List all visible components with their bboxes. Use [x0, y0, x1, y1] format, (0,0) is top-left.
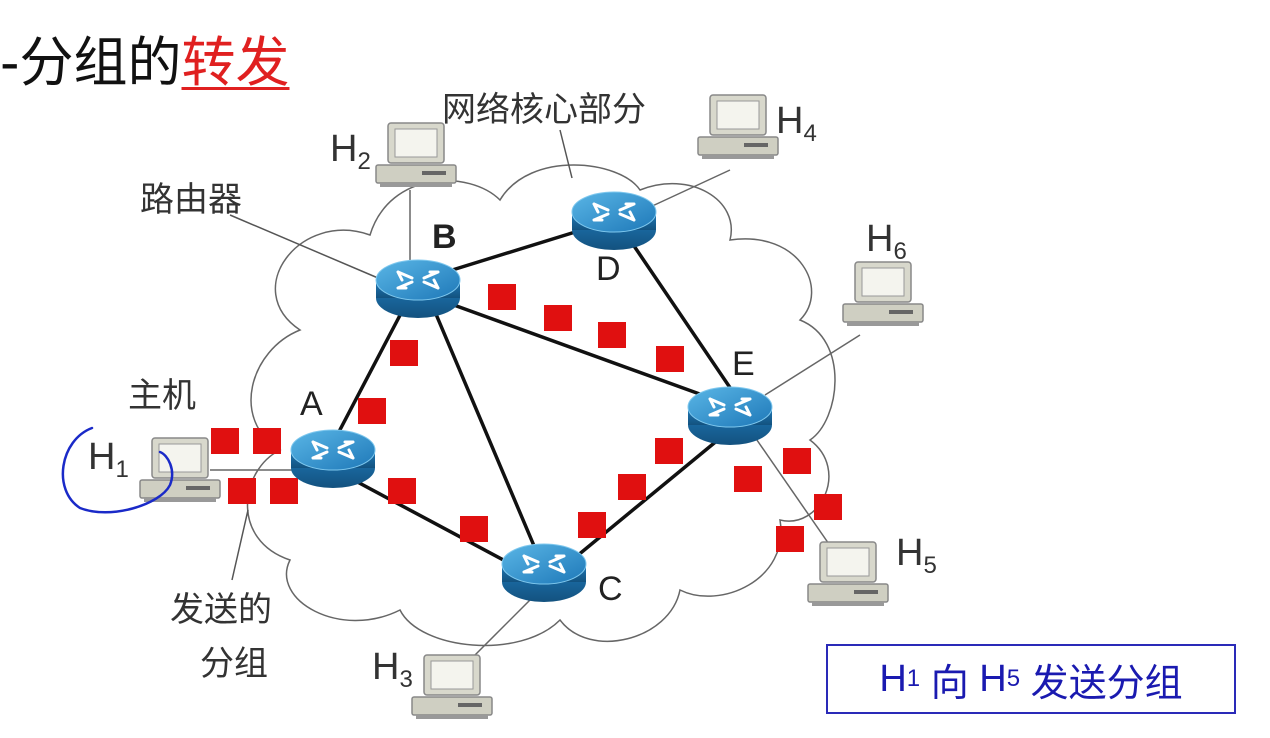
packet	[228, 478, 256, 504]
link-b-e	[438, 298, 732, 407]
packet	[388, 478, 416, 504]
node-label-a: A	[300, 385, 323, 423]
node-label-d: D	[596, 250, 621, 288]
node-label-c: C	[598, 570, 623, 608]
packet	[656, 346, 684, 372]
router-a	[289, 428, 377, 490]
packet	[578, 512, 606, 538]
link-d-e	[628, 238, 737, 397]
pointer-core	[559, 129, 573, 179]
title-accent: 转发	[181, 31, 290, 94]
computer-h6	[842, 261, 924, 327]
packet	[390, 340, 418, 366]
router-c	[500, 542, 588, 604]
host-label-h3: H3	[372, 646, 413, 693]
computer-h3	[411, 654, 493, 720]
host-label-h4: H4	[776, 100, 817, 147]
packet	[488, 284, 516, 310]
packet	[776, 526, 804, 552]
host-label-h2: H2	[330, 128, 371, 175]
packet	[655, 438, 683, 464]
packet	[783, 448, 811, 474]
packet	[734, 466, 762, 492]
link-d-h4	[647, 169, 731, 209]
sent-label-line2: 分组	[200, 644, 268, 684]
router-b	[374, 258, 462, 320]
host-label-h1: H1	[88, 436, 129, 483]
sent-label-line1: 发送的	[170, 590, 272, 630]
router-d	[570, 190, 658, 252]
packet	[460, 516, 488, 542]
packet	[211, 428, 239, 454]
computer-h4	[697, 94, 779, 160]
link-c-h3	[469, 599, 531, 661]
link-e-h5	[749, 429, 841, 561]
link-a-c	[348, 476, 524, 572]
packet	[598, 322, 626, 348]
title-prefix: -分组的	[0, 31, 182, 94]
packet	[253, 428, 281, 454]
packet	[618, 474, 646, 500]
core-label: 网络核心部分	[442, 90, 646, 130]
packet	[358, 398, 386, 424]
pointer-router	[229, 214, 379, 279]
computer-h5	[807, 541, 889, 607]
host-label: 主机	[128, 376, 196, 416]
router-e	[686, 385, 774, 447]
packet	[814, 494, 842, 520]
link-a-b	[330, 298, 410, 447]
pointer-sent	[231, 509, 249, 581]
host-label-h6: H6	[866, 218, 907, 265]
packet	[270, 478, 298, 504]
node-label-b: B	[432, 218, 457, 256]
host-label-h5: H5	[896, 532, 937, 579]
packets	[211, 284, 842, 552]
router-label: 路由器	[140, 180, 242, 220]
h1-highlight-circle	[61, 426, 174, 514]
packet	[544, 305, 572, 331]
computer-h2	[375, 122, 457, 188]
node-label-e: E	[732, 345, 755, 383]
link-b-c	[428, 298, 542, 562]
computer-h1	[139, 437, 221, 503]
page-title: -分组的转发	[0, 18, 290, 97]
link-e-h6	[764, 334, 861, 396]
